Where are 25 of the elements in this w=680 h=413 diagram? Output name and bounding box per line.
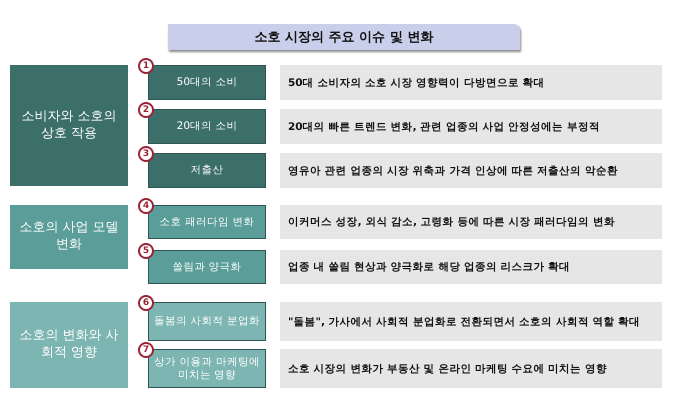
callout-number: 2: [138, 102, 154, 118]
issue-box: 쏠림과 양극화: [148, 250, 266, 284]
callout-number: 5: [138, 243, 154, 259]
description-bar: 이커머스 성장, 외식 감소, 고령화 등에 따른 시장 패러다임의 변화: [280, 205, 662, 239]
callout-number: 7: [138, 342, 154, 358]
callout-number: 1: [138, 58, 154, 74]
title-banner: 소호 시장의 주요 이슈 및 변화: [168, 24, 520, 50]
callout-number: 4: [138, 198, 154, 214]
issue-box: 50대의 소비: [148, 65, 266, 100]
category-box: 소비자와 소호의 상호 작용: [10, 65, 128, 186]
description-bar: 20대의 빠른 트렌드 변화, 관련 업종의 사업 안정성에는 부정적: [280, 109, 662, 144]
description-bar: 업종 내 쏠림 현상과 양극화로 해당 업종의 리스크가 확대: [280, 250, 662, 284]
description-bar: 영유아 관련 업종의 시장 위축과 가격 인상에 따른 저출산의 악순환: [280, 153, 662, 188]
category-box: 소호의 변화와 사회적 영향: [10, 302, 128, 388]
issue-box: 돌봄의 사회적 분업화: [148, 302, 266, 341]
description-bar: 소호 시장의 변화가 부동산 및 온라인 마케팅 수요에 미치는 영향: [280, 349, 662, 388]
issue-box: 상가 이용과 마케팅에 미치는 영향: [148, 349, 266, 388]
category-box: 소호의 사업 모델 변화: [10, 205, 128, 269]
description-bar: "돌봄", 가사에서 사회적 분업화로 전환되면서 소호의 사회적 역할 확대: [280, 302, 662, 341]
callout-number: 3: [138, 146, 154, 162]
callout-number: 6: [138, 295, 154, 311]
issue-box: 20대의 소비: [148, 109, 266, 144]
issue-box: 소호 패러다임 변화: [148, 205, 266, 239]
issue-box: 저출산: [148, 153, 266, 188]
description-bar: 50대 소비자의 소호 시장 영향력이 다방면으로 확대: [280, 65, 662, 100]
